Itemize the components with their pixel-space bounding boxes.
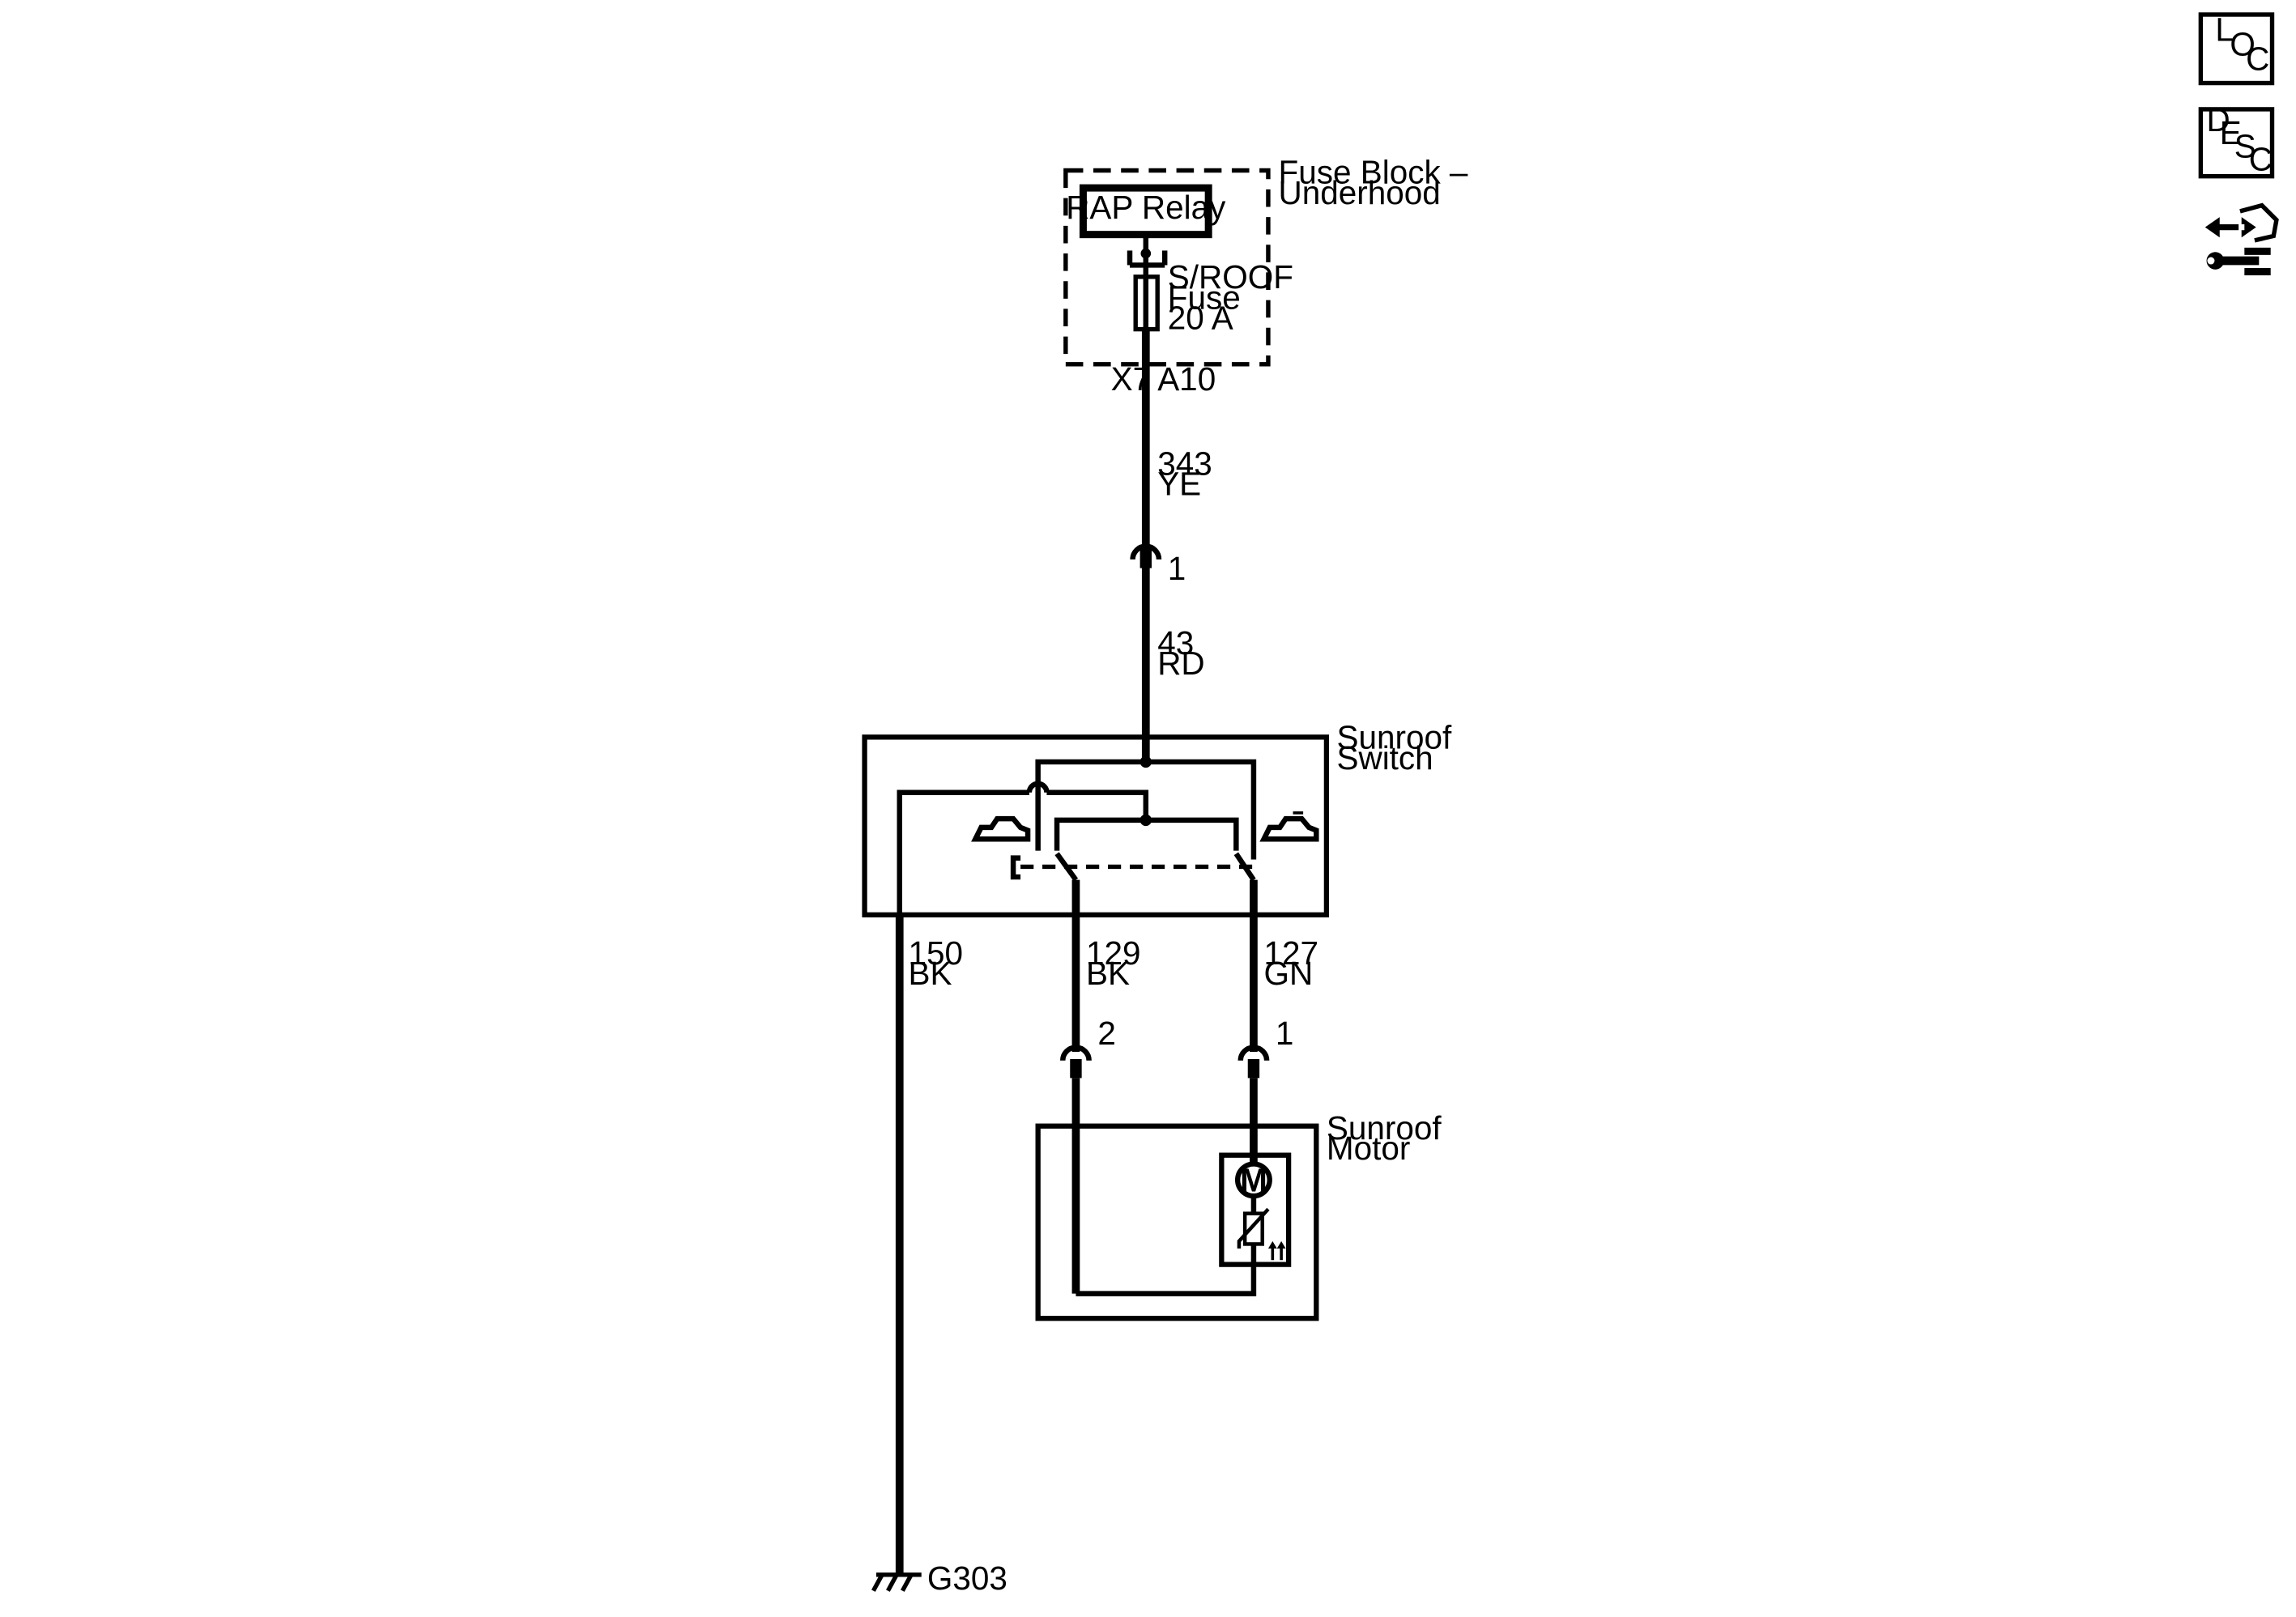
wire-150-bk: 150 BK: [895, 914, 964, 1575]
desc-button[interactable]: D E S C: [2198, 101, 2275, 179]
fuse-block-title-line1: Fuse Block –: [1279, 154, 1468, 191]
sunroof-open-car-icon: [1259, 811, 1319, 842]
wire-150-color: BK: [909, 955, 952, 992]
sunroof-switch-label-line1: Sunroof: [1336, 719, 1451, 756]
sunroof-motor-label-line2: Motor: [1327, 1130, 1410, 1167]
motor-symbol: M: [1234, 1161, 1272, 1199]
wire-43-color: RD: [1157, 645, 1204, 682]
inline-connector-pin-label: 1: [1168, 550, 1186, 587]
wire-343-color: YE: [1157, 466, 1201, 503]
temperature-arrows-icon: [1267, 1240, 1286, 1261]
desc-letter-d: D: [2207, 101, 2230, 138]
wire-150-circuit: 150: [909, 934, 964, 972]
thermistor-icon: [1237, 1207, 1270, 1263]
sunroof-switch: Sunroof Switch: [862, 719, 1452, 947]
wire-343-circuit: 343: [1157, 445, 1212, 483]
wire-129-color: BK: [1086, 955, 1130, 992]
motor-connector-pin-1: 1: [1237, 1015, 1294, 1079]
wire-43-circuit: 43: [1157, 624, 1194, 662]
loc-letter-l: L: [2215, 11, 2234, 48]
desc-letter-e: E: [2220, 114, 2242, 151]
sroof-fuse: S/ROOF Fuse 20 A: [1133, 258, 1293, 337]
wire-343-ye: 343 YE: [1141, 329, 1212, 551]
fuse-block-pin-a10: A10: [1157, 360, 1216, 398]
ground-label: G303: [927, 1560, 1007, 1597]
wire-127-circuit: 127: [1264, 934, 1319, 972]
motor-connector-pin-2: 2: [1060, 1015, 1116, 1079]
motor-connector-pin-1-label: 1: [1276, 1015, 1294, 1052]
motor-symbol-letter: M: [1240, 1162, 1267, 1199]
rap-relay-label: RAP Relay: [1066, 189, 1226, 226]
fuse-name: S/ROOF: [1168, 258, 1293, 296]
fuse-block-title-line2: Underhood: [1279, 174, 1441, 211]
fuse-block-underhood: Fuse Block – Underhood RAP Relay S/ROOF …: [1063, 154, 1468, 398]
rap-relay-box: [1079, 184, 1212, 239]
loc-button[interactable]: L O C: [2198, 11, 2275, 86]
wire-127-gn: 127 GN: [1250, 879, 1319, 1052]
wire-129-bk: 129 BK: [1071, 879, 1141, 1052]
desc-letter-s: S: [2234, 127, 2256, 164]
motor-assembly-box: [1219, 1152, 1292, 1267]
sunroof-switch-outline: [862, 734, 1330, 917]
connector-repair-icon[interactable]: [2204, 202, 2279, 276]
fuse-rating: 20 A: [1168, 300, 1233, 337]
loc-letter-o: O: [2230, 25, 2255, 62]
inline-connector-pin-1: 1: [1130, 543, 1186, 587]
loc-letter-c: C: [2246, 40, 2269, 77]
sunroof-motor-outline: [1035, 1123, 1319, 1321]
wire-43-rd: 43 RD: [1141, 560, 1205, 762]
sunroof-motor-label-line1: Sunroof: [1327, 1109, 1442, 1147]
wire-127-color: GN: [1264, 955, 1314, 992]
sunroof-switch-label-line2: Switch: [1336, 739, 1433, 777]
ground-g303: G303: [871, 1560, 1007, 1597]
wire-129-circuit: 129: [1086, 934, 1141, 972]
sunroof-motor: Sunroof Motor M: [1035, 1078, 1442, 1321]
motor-connector-pin-2-label: 2: [1097, 1015, 1116, 1052]
desc-letter-c: C: [2249, 140, 2273, 177]
rap-relay: RAP Relay: [1066, 184, 1226, 239]
sunroof-close-car-icon: [971, 815, 1031, 842]
fuse-word: Fuse: [1168, 279, 1241, 316]
fuse-block-outline: [1063, 168, 1271, 367]
relay-busbar: [1127, 234, 1168, 277]
